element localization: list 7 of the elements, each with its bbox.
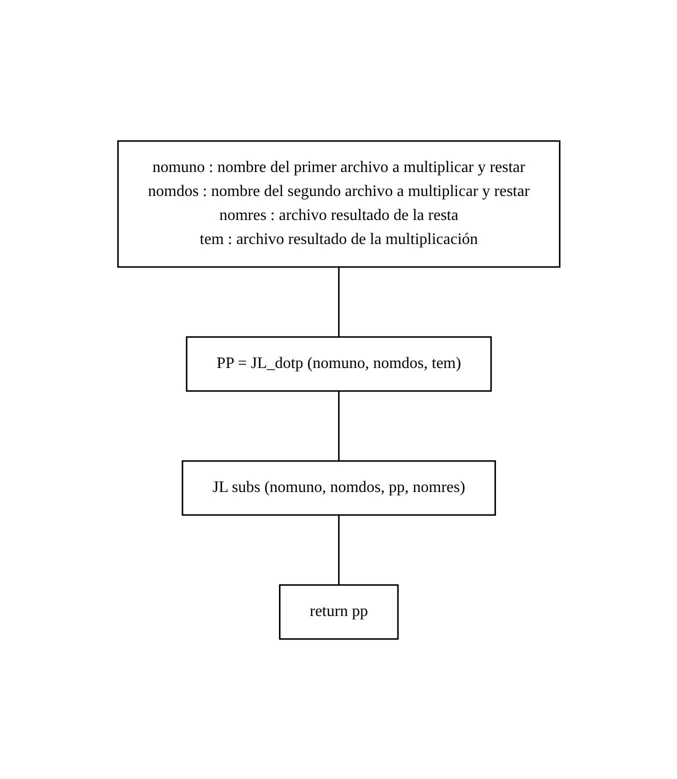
connector [338,514,340,584]
node-box: JL subs (nomuno, nomdos, pp, nomres) [181,460,496,516]
connector [338,266,340,336]
connector [338,390,340,460]
node-box: return pp [278,584,398,640]
node-box: nomuno : nombre del primer archivo a multiplicar y restar nomdos : nombre del segundo archivo a multiplicar y restar nomres : archivo resultado de la resta tem : archivo resultado de la multiplicación [116,140,560,268]
node-box: PP = JL_dotp (nomuno, nomdos, tem) [186,336,492,392]
